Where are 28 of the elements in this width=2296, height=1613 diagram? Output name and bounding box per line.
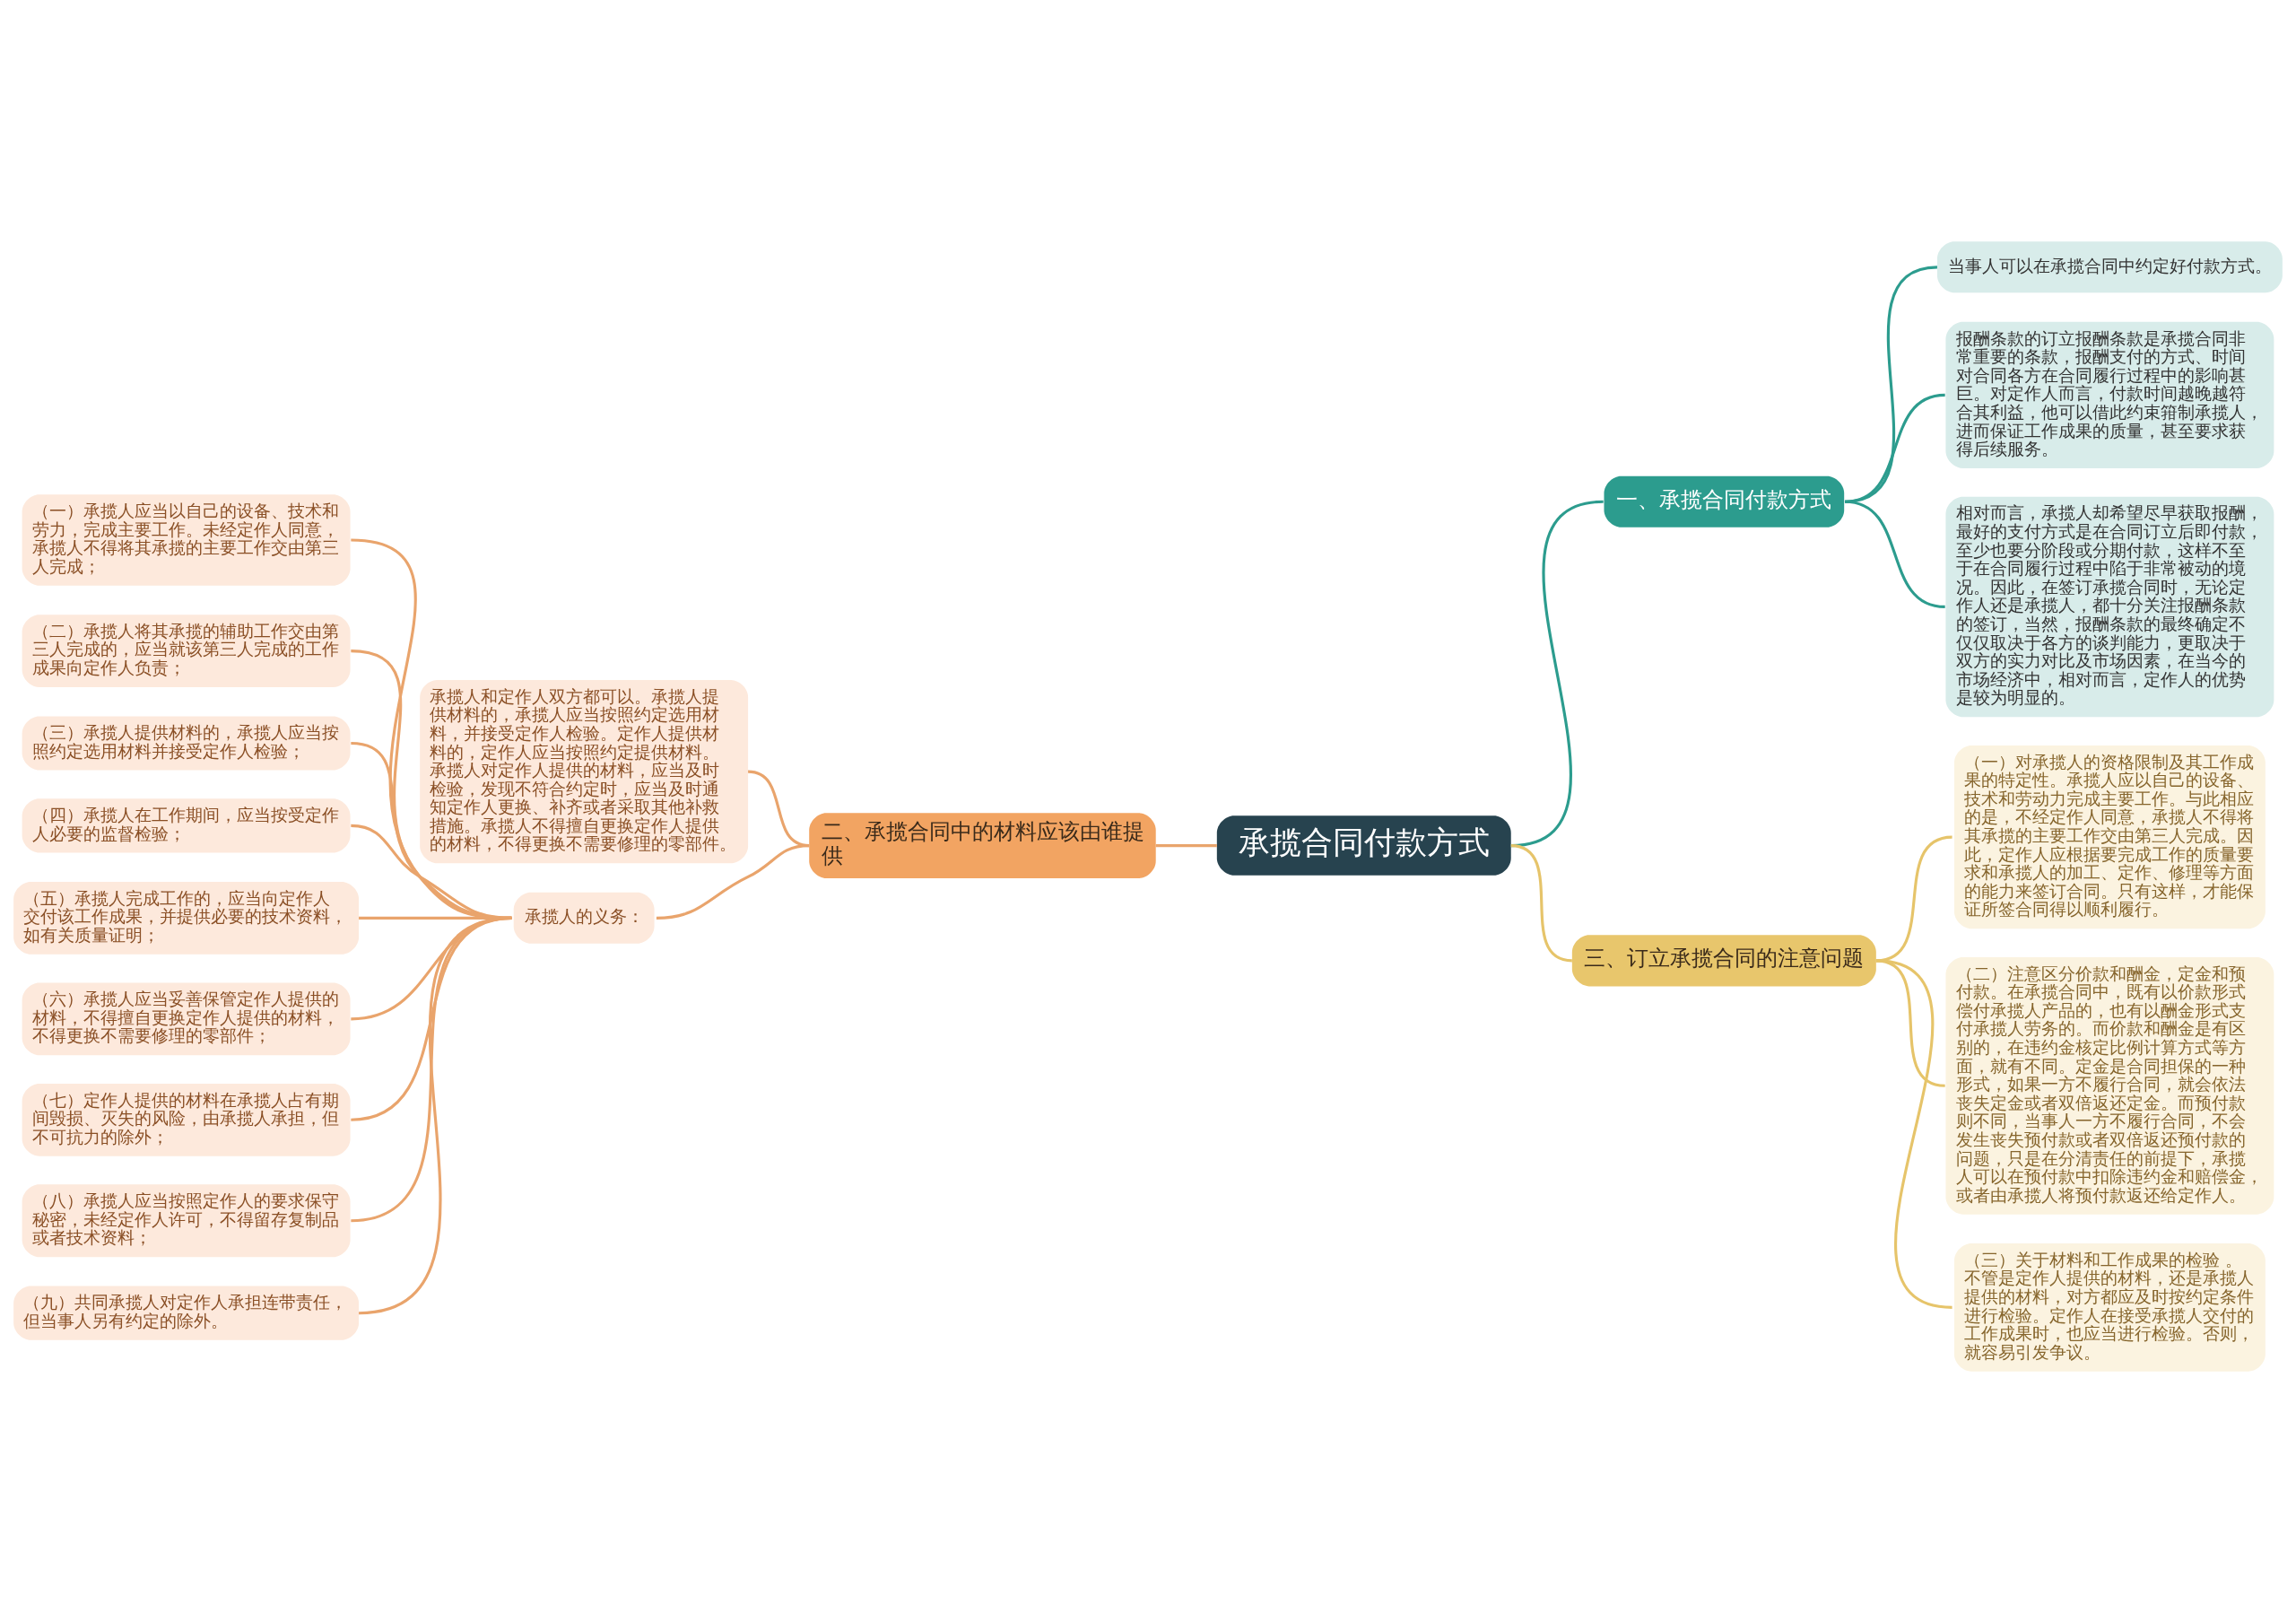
node-box: （一）对承揽人的资格限制及其工作成果的特定性。承揽人应以自己的设备、技术和劳动力完成主要工作。与此相应的是，不经定作人同意，承揽人不得将其承揽的主要工作交由第三人完成。因此，定作人应根据要完成工作的质量要求和承揽人的加工、定作、修理等方面的能力来签订合同。只有这样，才能保证所签合同得以顺利履行。 xyxy=(1953,745,2266,929)
connector xyxy=(1875,959,1952,1309)
node-box: （三）承揽人提供材料的，承揽人应当按照约定选用材料并接受定作人检验； xyxy=(22,716,351,771)
node-box: （九）共同承揽人对定作人承担连带责任，但当事人另有约定的除外。 xyxy=(13,1286,360,1340)
node-box: 三、订立承揽合同的注意问题 xyxy=(1571,935,1876,987)
node-box: （六）承揽人应当妥善保管定作人提供的材料，不得擅自更换定作人提供的材料，不得更换不需要修理的零部件； xyxy=(22,982,351,1056)
node-box: 当事人可以在承揽合同中约定好付款方式。 xyxy=(1936,241,2283,293)
node-box: （三）关于材料和工作成果的检验 。不管是定作人提供的材料，还是承揽人提供的材料，对方都应及时按约定条件进行检验。定作人在接受承揽人交付的工作成果时，也应当进行检验。否则，就容易引发争议。 xyxy=(1953,1243,2266,1372)
node-box: 相对而言，承揽人却希望尽早获取报酬，最好的支付方式是在合同订立后即付款，至少也要分阶段或分期付款，这样不至于在合同履行过程中陷于非常被动的境况。因此，在签订承揽合同时，无论定作人还是承揽人，都十分关注报酬条款的签订，当然，报酬条款的最终确定不仅仅取决于各方的谈判能力，更取决于双方的实力对比及市场因素，在当今的市场经济中，相对而言，定作人的优势是较为明显的。 xyxy=(1945,496,2274,718)
node-box: 承揽合同付款方式 xyxy=(1216,815,1511,876)
node-box: （二）注意区分价款和酬金，定金和预付款。在承揽合同中，既有以价款形式偿付承揽人产品的，也有以酬金形式支付承揽人劳务的。而价款和酬金是有区别的，在违约金核定比例计算方式等方面，就有不同。定金是合同担保的一种形式，如果一方不履行合同，就会依法丧失定金或者双倍返还定金。而预付款则不同，当事人一方不履行合同，不会发生丧失预付款或者双倍返还预付款的问题，只是在分清责任的前提下，承揽人可以在预付款中扣除违约金和赔偿金，或者由承揽人将预付款返还给定作人。 xyxy=(1945,956,2274,1215)
connector xyxy=(1844,393,1945,503)
connector xyxy=(358,916,512,1315)
node-box: （五）承揽人完成工作的，应当向定作人交付该工作成果，并提供必要的技术资料，如有关质量证明； xyxy=(13,881,360,955)
node-box: （八）承揽人应当按照定作人的要求保守秘密，未经定作人许可，不得留存复制品或者技术资料； xyxy=(22,1184,351,1258)
connector xyxy=(1844,500,1945,608)
node-box: 报酬条款的订立报酬条款是承揽合同非常重要的条款，报酬支付的方式、时间对合同各方在合同履行过程中的影响甚巨。对定作人而言，付款时间越晚越符合其利益，他可以借此约束箝制承揽人，进而保证工作成果的质量，甚至要求获得后续服务。 xyxy=(1945,321,2274,468)
connector xyxy=(1510,844,1573,963)
node-box: （七）定作人提供的材料在承揽人占有期间毁损、灭失的风险，由承揽人承担，但不可抗力的除外； xyxy=(22,1083,351,1156)
connector xyxy=(1155,843,1217,848)
node-box: （四）承揽人在工作期间，应当按受定作人必要的监督检验； xyxy=(22,798,351,853)
node-box: 承揽人和定作人双方都可以。承揽人提供材料的，承揽人应当按照约定选用材料，并接受定作人检验。定作人提供材料的，定作人应当按照约定提供材料。承揽人对定作人提供的材料，应当及时检验，发现不符合约定时，应当及时通知定作人更换、补齐或者采取其他补救措施。承揽人不得擅自更换定作人提供的材料，不得更换不需要修理的零部件。 xyxy=(420,680,749,864)
node-box: 一、承揽合同付款方式 xyxy=(1604,475,1845,527)
connector xyxy=(656,843,810,920)
node-box: 二、承揽合同中的材料应该由谁提供 xyxy=(809,813,1156,878)
node-box: 承揽人的义务： xyxy=(513,892,655,944)
node-box: （一）承揽人应当以自己的设备、技术和劳力，完成主要工作。未经定作人同意，承揽人不得将其承揽的主要工作交由第三人完成； xyxy=(22,494,351,586)
node-box: （二）承揽人将其承揽的辅助工作交由第三人完成的，应当就该第三人完成的工作成果向定作人负责； xyxy=(22,615,351,687)
